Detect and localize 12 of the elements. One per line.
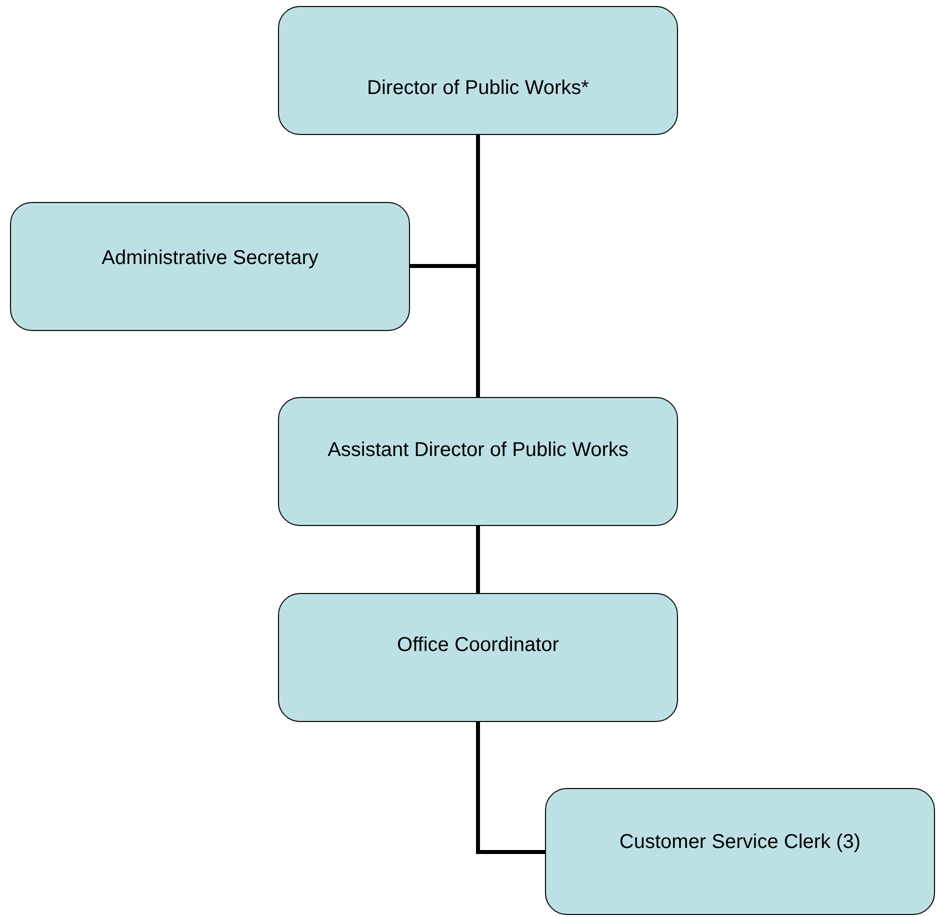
position-title: Assistant Director of Public Works (326, 438, 630, 463)
position-title: Customer Service Clerk (3) (618, 830, 862, 855)
position-box (545, 788, 935, 915)
position-box (278, 397, 678, 526)
position-title: Administrative Secretary (100, 246, 320, 271)
position-box (278, 6, 678, 135)
position-box (10, 202, 410, 331)
position-title: Office Coordinator (396, 633, 560, 658)
connector-line (476, 722, 545, 854)
connector-line (476, 526, 480, 593)
position-box (278, 593, 678, 722)
position-title: Director of Public Works* (366, 76, 590, 101)
